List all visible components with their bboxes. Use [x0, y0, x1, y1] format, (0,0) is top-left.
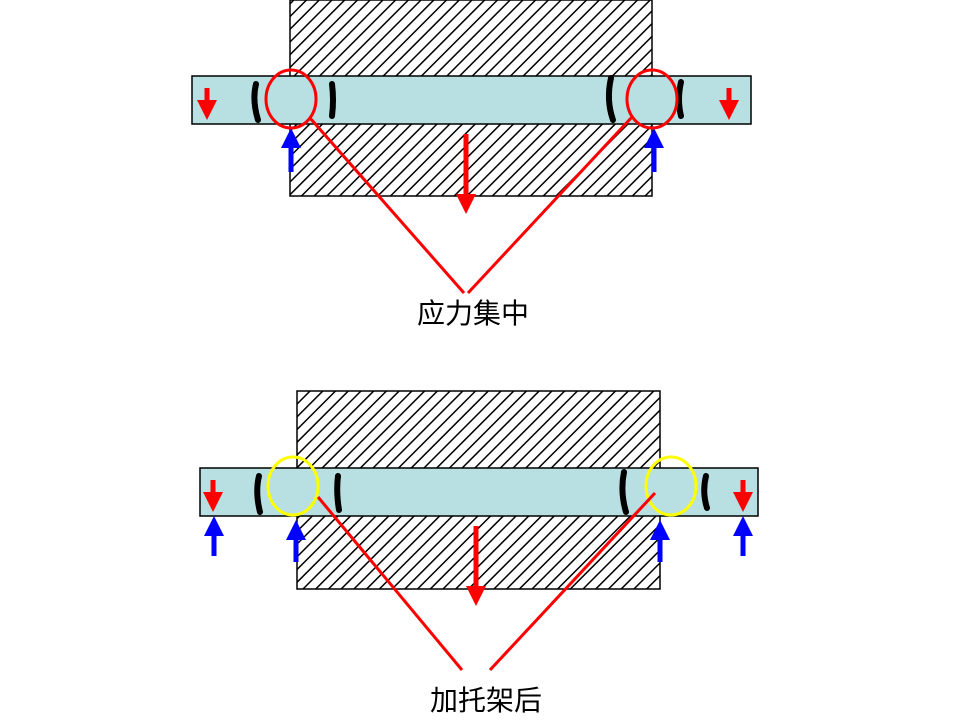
after-bracket-label: 加托架后 [429, 684, 543, 717]
plate-band [199, 467, 759, 517]
crack-marks [254, 469, 710, 515]
stress-concentration-label: 应力集中 [416, 297, 530, 330]
pointer-line-right [488, 491, 657, 672]
stress-circle-left [264, 68, 318, 130]
top-diagram [191, 0, 752, 295]
pointer-line-right [466, 115, 634, 295]
relieved-circle-right [644, 455, 698, 517]
stress-circle-right [625, 68, 679, 130]
pointer-line-left [316, 496, 464, 671]
crack-marks [251, 75, 684, 123]
pointer-line-left [308, 117, 466, 294]
relieved-circle-left [266, 455, 320, 517]
bottom-diagram [199, 390, 759, 672]
plate-band [191, 75, 752, 125]
